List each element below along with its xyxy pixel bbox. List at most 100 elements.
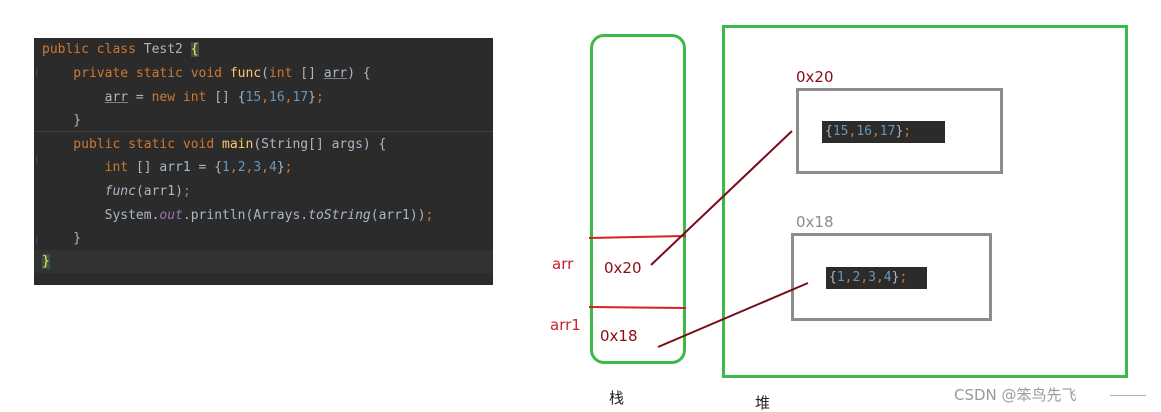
code-token: 16 <box>269 90 285 105</box>
code-token: 16 <box>856 124 872 139</box>
code-token: ; <box>903 124 912 139</box>
code-token: 4 <box>883 270 892 285</box>
code-token: [] arr1 = { <box>135 160 223 175</box>
code-token: .println(Arrays. <box>182 208 309 223</box>
code-token: ; <box>899 270 908 285</box>
code-token: [] <box>300 66 324 81</box>
code-token: main <box>222 137 254 152</box>
code-token: 2 <box>237 160 246 175</box>
heap-object-0x18 <box>791 233 992 321</box>
code-token: 1 <box>222 160 230 175</box>
stack-slot-divider-arr <box>588 235 687 239</box>
code-token: = <box>128 90 152 105</box>
gutter-fold-marker <box>36 68 42 77</box>
heap-object-0x20-address: 0x20 <box>796 68 834 86</box>
code-token: { <box>825 124 833 139</box>
code-token: 15 <box>245 90 262 105</box>
code-token: Test2 <box>143 42 191 57</box>
code-token: , <box>860 270 869 285</box>
heap-object-0x18-address: 0x18 <box>796 213 834 231</box>
code-token: func <box>104 184 136 199</box>
code-token: toString <box>308 208 371 223</box>
code-token: public static void <box>42 137 223 152</box>
stack-var-arr1-value: 0x18 <box>600 327 638 345</box>
stack-title: 栈 <box>609 389 625 407</box>
code-token: 3 <box>253 160 262 175</box>
code-token: } <box>895 124 904 139</box>
code-token: int <box>268 66 301 81</box>
code-token: ; <box>315 90 324 105</box>
code-token: int <box>104 160 136 175</box>
code-token: ; <box>182 184 191 199</box>
code-token: out <box>159 208 183 223</box>
code-token: } <box>42 254 50 269</box>
heap-object-0x20 <box>796 88 1003 174</box>
code-token: , <box>871 124 880 139</box>
code-token: System. <box>42 208 160 223</box>
code-token: } <box>891 270 900 285</box>
code-line: public class Test2 { <box>34 38 493 61</box>
code-token: ; <box>425 208 434 223</box>
code-token: public class <box>42 42 144 57</box>
code-token: 17 <box>879 124 896 139</box>
method-separator <box>34 131 493 132</box>
code-token: 17 <box>292 90 309 105</box>
stack-var-arr-label: arr <box>552 255 574 273</box>
code-token: 1 <box>836 270 845 285</box>
code-token: , <box>261 90 270 105</box>
code-line: } <box>34 109 493 132</box>
code-line: func(arr1); <box>34 180 493 203</box>
stack-slot-divider-arr1 <box>588 306 687 309</box>
code-line: private static void func(int [] arr) { <box>34 62 493 85</box>
code-token: , <box>261 160 269 175</box>
gutter-fold-marker <box>36 155 42 164</box>
code-line: } <box>34 250 493 273</box>
pointer-arrow-arr1-to-0x18 <box>657 282 809 348</box>
code-token: } <box>308 90 316 105</box>
code-token: ( <box>261 66 269 81</box>
heap-object-0x20-literal: {15,16,17}; <box>822 121 945 143</box>
stack-var-arr-value: 0x20 <box>604 259 642 277</box>
code-token: 4 <box>269 160 277 175</box>
gutter-fold-marker <box>36 236 42 245</box>
code-token: (arr1)) <box>370 208 426 223</box>
pointer-arrow-arr-to-0x20 <box>650 130 793 266</box>
code-line: System.out.println(Arrays.toString(arr1)… <box>34 204 493 227</box>
code-token: ; <box>284 160 293 175</box>
code-token: { <box>829 270 837 285</box>
code-line: arr = new int [] {15,16,17}; <box>34 86 493 109</box>
code-token: new int <box>151 90 215 105</box>
code-token: arr <box>323 66 348 81</box>
code-token: , <box>284 90 293 105</box>
code-token: [] { <box>214 90 246 105</box>
code-token: , <box>875 270 884 285</box>
code-line: int [] arr1 = {1,2,3,4}; <box>34 156 493 179</box>
stack-var-arr1-label: arr1 <box>550 316 581 334</box>
code-token: } <box>42 231 82 246</box>
code-token: 15 <box>832 124 849 139</box>
code-token: (arr1) <box>135 184 183 199</box>
code-token: 3 <box>868 270 876 285</box>
watermark: CSDN @笨鸟先飞 <box>954 386 1077 404</box>
heap-object-0x18-literal: {1,2,3,4}; <box>826 267 927 289</box>
code-token: ) { <box>347 66 371 81</box>
code-line: public static void main(String[] args) { <box>34 133 493 156</box>
code-token: (String[] args) { <box>253 137 387 152</box>
code-editor: public class Test2 { private static void… <box>34 38 493 285</box>
watermark-underline <box>1110 395 1146 396</box>
stack-frame-box <box>590 34 686 364</box>
code-token: } <box>42 113 82 128</box>
code-token: , <box>848 124 857 139</box>
code-token: , <box>245 160 254 175</box>
code-token: private static void <box>42 66 230 81</box>
code-token: 2 <box>852 270 861 285</box>
code-line: } <box>34 227 493 250</box>
heap-box <box>722 25 1128 378</box>
code-token: , <box>844 270 853 285</box>
code-token: } <box>276 160 285 175</box>
code-token: { <box>190 42 199 57</box>
code-token: arr <box>104 90 129 105</box>
heap-title: 堆 <box>755 394 771 412</box>
code-token: func <box>229 66 262 81</box>
